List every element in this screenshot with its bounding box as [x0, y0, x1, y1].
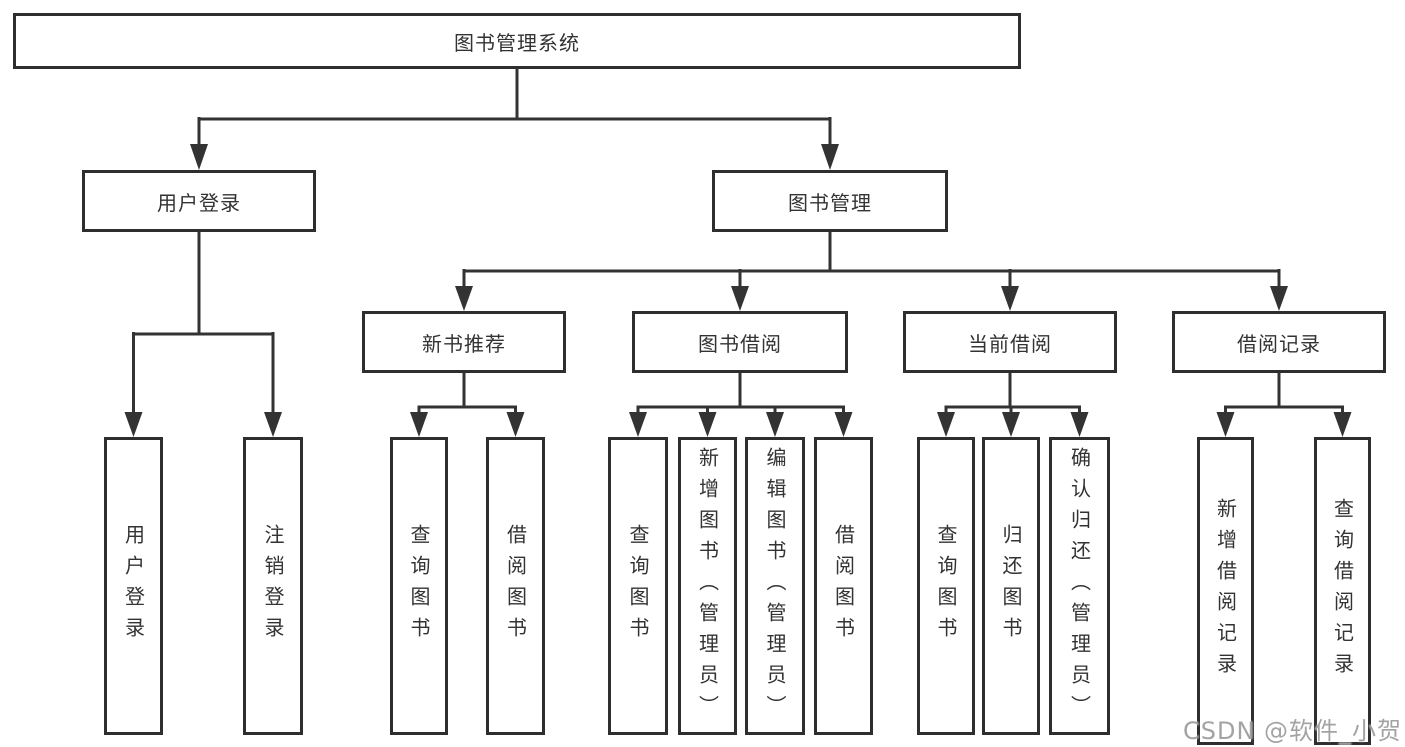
arrow-down-icon — [455, 286, 1288, 311]
node-label: 新书推荐 — [422, 331, 506, 356]
node-label: 注销登录 — [261, 524, 285, 648]
node-label: 归还图书 — [999, 524, 1023, 648]
node-book-management: 图书管理 — [712, 170, 948, 232]
connector-current-to-leaves — [944, 373, 1081, 416]
leaf-add-book-admin: 新增图书（管理员） — [678, 437, 737, 735]
node-label: 查询借阅记录 — [1330, 498, 1355, 684]
csdn-watermark: CSDN @软件_小贺同学 — [1183, 717, 1403, 745]
node-label: 借阅记录 — [1237, 331, 1321, 356]
connector-borrow-to-leaves — [636, 373, 845, 416]
node-label: 借阅图书 — [831, 524, 856, 648]
connector-newbook-to-leaves — [417, 373, 517, 416]
node-label: 新增图书（管理员） — [695, 446, 720, 726]
node-label: 用户登录 — [157, 190, 241, 215]
leaf-logout: 注销登录 — [243, 437, 303, 735]
node-new-book-recommend: 新书推荐 — [362, 311, 566, 373]
node-label: 当前借阅 — [968, 331, 1052, 356]
leaf-add-borrow-record: 新增借阅记录 — [1197, 437, 1254, 745]
connector-userlogin-to-leaves — [132, 232, 275, 416]
leaf-query-borrow-record: 查询借阅记录 — [1314, 437, 1371, 745]
arrow-down-icon — [410, 412, 525, 437]
leaf-confirm-return-admin: 确认归还（管理员） — [1049, 437, 1110, 735]
node-current-borrow: 当前借阅 — [903, 311, 1117, 373]
node-borrow-records: 借阅记录 — [1172, 311, 1386, 373]
node-label: 借阅图书 — [503, 524, 528, 648]
leaf-borrow-books-recommend: 借阅图书 — [486, 437, 545, 735]
arrow-down-icon — [629, 412, 853, 437]
node-label: 用户登录 — [121, 524, 146, 648]
connector-root-to-level2 — [197, 69, 832, 146]
node-user-login: 用户登录 — [82, 170, 316, 232]
arrow-down-icon — [937, 412, 1089, 437]
arrow-down-icon — [190, 144, 839, 170]
leaf-query-books-current: 查询图书 — [917, 437, 975, 735]
leaf-borrow-books: 借阅图书 — [814, 437, 873, 735]
node-label: 新增借阅记录 — [1213, 498, 1238, 684]
leaf-edit-book-admin: 编辑图书（管理员） — [745, 437, 805, 735]
leaf-return-book: 归还图书 — [982, 437, 1040, 735]
node-label: 查询图书 — [934, 524, 958, 648]
node-book-borrow: 图书借阅 — [632, 311, 848, 373]
leaf-query-books-recommend: 查询图书 — [390, 437, 448, 735]
node-label: 确认归还（管理员） — [1067, 446, 1092, 726]
node-label: 图书管理系统 — [454, 30, 580, 55]
node-label: 图书管理 — [788, 190, 872, 215]
node-root-system: 图书管理系统 — [13, 13, 1021, 69]
arrow-down-icon — [124, 412, 282, 437]
connector-records-to-leaves — [1224, 373, 1344, 416]
leaf-user-login: 用户登录 — [104, 437, 163, 735]
node-label: 查询图书 — [626, 524, 650, 648]
arrow-down-icon — [1216, 412, 1352, 437]
node-label: 查询图书 — [407, 524, 431, 648]
node-label: 图书借阅 — [698, 331, 782, 356]
node-label: 编辑图书（管理员） — [763, 446, 787, 726]
connector-bookmgmt-to-level3 — [462, 232, 1281, 290]
leaf-query-books-borrow: 查询图书 — [608, 437, 668, 735]
